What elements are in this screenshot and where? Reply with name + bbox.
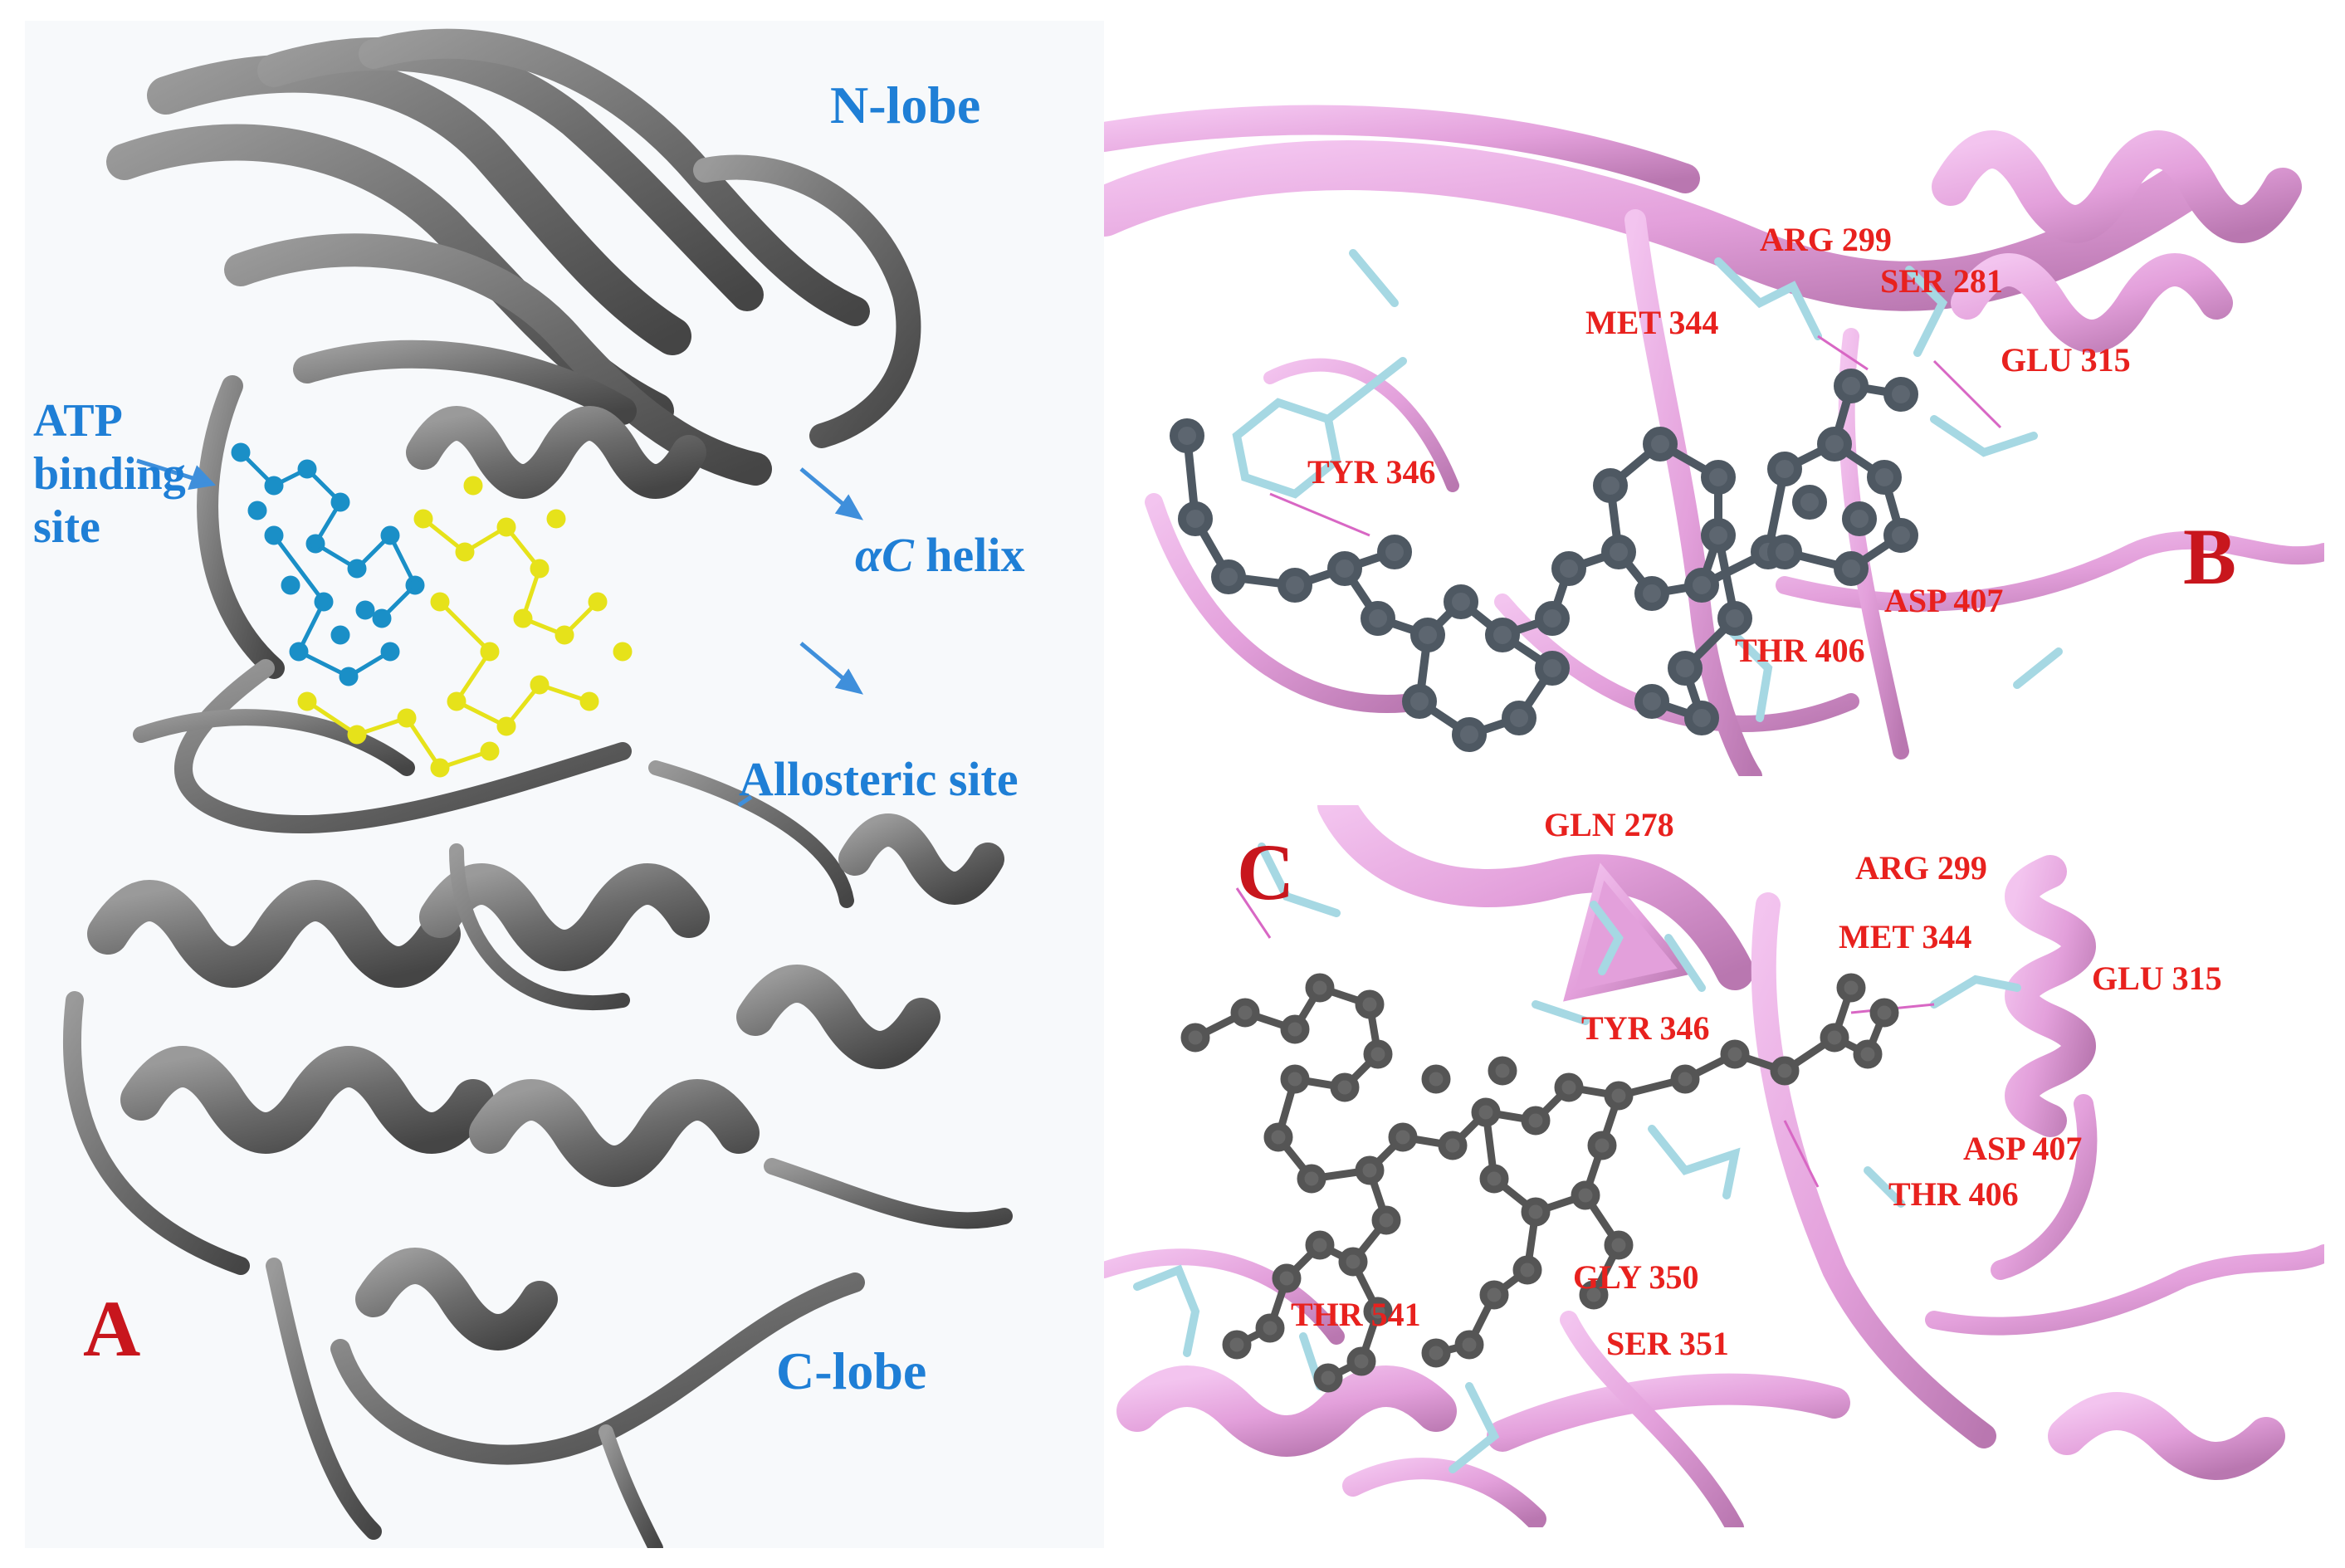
docking-pose-b-render xyxy=(1104,105,2324,776)
residue-thr-406-c: THR 406 xyxy=(1888,1175,2019,1213)
alpha-c-rest: helix xyxy=(913,528,1025,582)
ligand-yellow xyxy=(297,476,633,778)
residue-gln-278: GLN 278 xyxy=(1544,806,1674,843)
residue-arg-299-c: ARG 299 xyxy=(1855,849,1987,887)
n-lobe-label: N-lobe xyxy=(830,76,981,134)
ligand-b xyxy=(1170,369,1918,752)
atp-binding-site-label: ATP binding site xyxy=(33,394,186,554)
kinase-structure-render xyxy=(62,28,1013,1548)
residue-thr-406: THR 406 xyxy=(1735,632,1865,669)
residue-tyr-346-c: TYR 346 xyxy=(1581,1009,1710,1047)
residue-ser-281: SER 281 xyxy=(1880,262,2003,300)
panel-c: GLN 278 ARG 299 MET 344 GLU 315 TYR 346 … xyxy=(1104,805,2324,1527)
residue-gly-350: GLY 350 xyxy=(1573,1258,1699,1296)
alpha-c-helix-label: αC helix xyxy=(855,527,1025,583)
residue-ser-351: SER 351 xyxy=(1606,1325,1729,1362)
panel-a-letter: A xyxy=(83,1284,141,1373)
c-lobe-label: C-lobe xyxy=(776,1341,927,1400)
residue-glu-315: GLU 315 xyxy=(2001,341,2131,379)
atp-label-line2: binding xyxy=(33,448,186,500)
ligand-blue xyxy=(231,442,425,686)
residue-tyr-346: TYR 346 xyxy=(1307,453,1436,491)
residue-glu-315-c: GLU 315 xyxy=(2092,960,2222,997)
allosteric-site-label: Allosteric site xyxy=(739,752,1019,806)
panel-b: ARG 299 SER 281 MET 344 GLU 315 TYR 346 … xyxy=(1104,87,2324,776)
residue-arg-299: ARG 299 xyxy=(1760,221,1892,258)
ligand-c xyxy=(1180,973,1899,1393)
atp-label-line1: ATP xyxy=(33,395,123,447)
panel-b-letter: B xyxy=(2183,512,2237,601)
residue-asp-407-c: ASP 407 xyxy=(1963,1130,2083,1167)
panel-c-letter: C xyxy=(1237,828,1295,916)
residue-met-344: MET 344 xyxy=(1585,304,1719,341)
residue-asp-407: ASP 407 xyxy=(1884,582,2004,619)
residue-thr-541: THR 541 xyxy=(1291,1296,1421,1333)
panel-a: N-lobe ATP binding site αC helix Alloste… xyxy=(25,21,1104,1548)
alpha-c-greek: αC xyxy=(855,528,914,582)
docking-pose-c-render xyxy=(1104,805,2324,1527)
residue-met-344-c: MET 344 xyxy=(1839,918,1972,955)
atp-label-line3: site xyxy=(33,501,100,553)
